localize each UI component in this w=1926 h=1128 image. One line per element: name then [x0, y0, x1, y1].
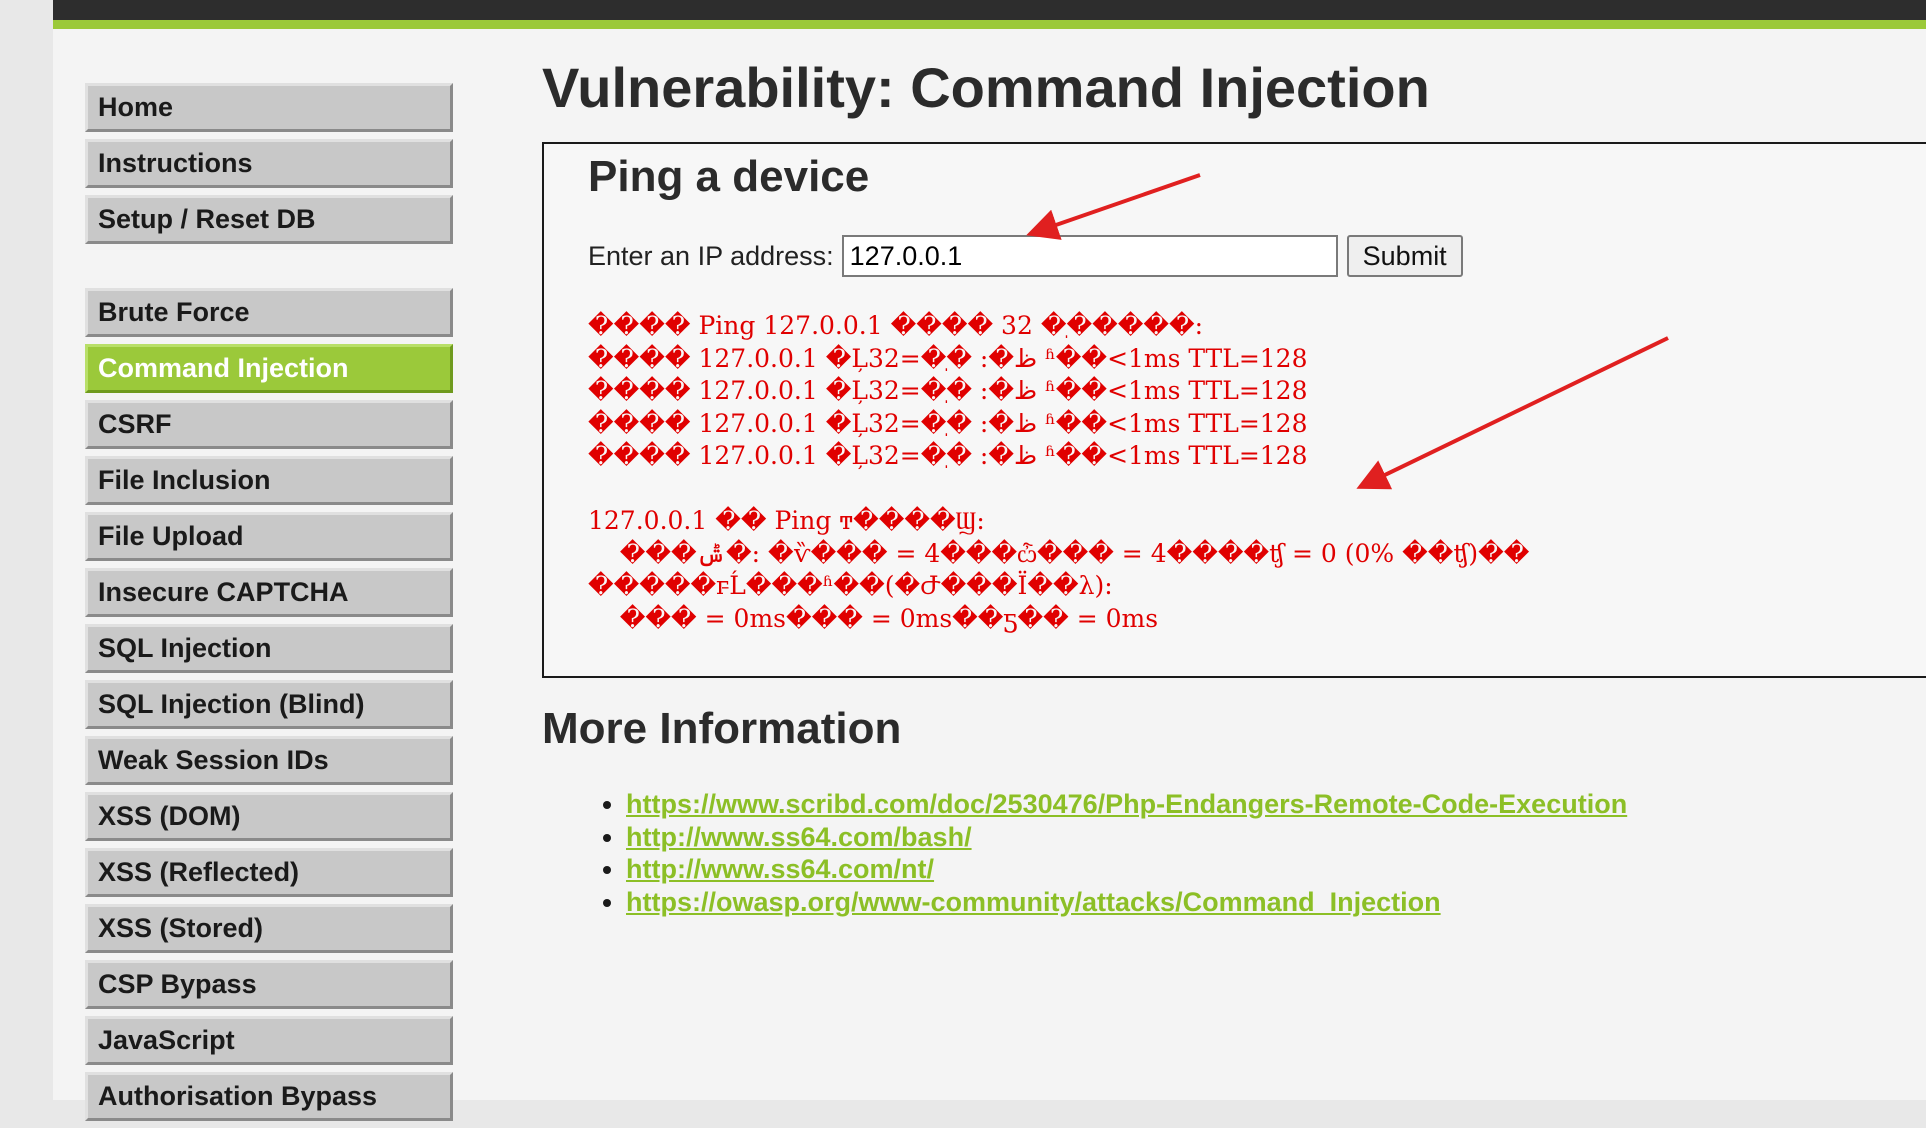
more-information-heading: More Information: [542, 704, 902, 753]
list-item: http://www.ss64.com/nt/: [626, 853, 1627, 886]
reference-link[interactable]: https://www.scribd.com/doc/2530476/Php-E…: [626, 789, 1628, 819]
output-line: 127.0.0.1 �� Ping ͳ����Ϣ:: [588, 506, 985, 535]
ip-address-input[interactable]: [841, 235, 1338, 277]
main-content: Vulnerability: Command Injection Ping a …: [542, 50, 1926, 917]
top-header-bar: [53, 0, 1926, 20]
output-line: ���� 127.0.0.1 �Ļظ�: �ֽ�=32 ʱ��<1ms TTL=…: [588, 441, 1308, 470]
sidebar-item-sql-injection[interactable]: SQL Injection: [85, 624, 453, 673]
page-title: Vulnerability: Command Injection: [542, 56, 1430, 119]
more-information-links: https://www.scribd.com/doc/2530476/Php-E…: [582, 788, 1627, 918]
output-line: ��� = 0ms��� = 0ms��ƽ�� = 0ms: [588, 603, 1159, 633]
list-item: https://owasp.org/www-community/attacks/…: [626, 886, 1627, 919]
header-accent-stripe: [53, 20, 1926, 29]
list-item: http://www.ss64.com/bash/: [626, 821, 1627, 854]
sidebar-item-weak-session-ids[interactable]: Weak Session IDs: [85, 736, 453, 785]
sidebar-item-insecure-captcha[interactable]: Insecure CAPTCHA: [85, 568, 453, 617]
sidebar-item-csrf[interactable]: CSRF: [85, 400, 453, 449]
ping-heading: Ping a device: [588, 152, 870, 201]
sidebar-item-xss-stored[interactable]: XSS (Stored): [85, 904, 453, 953]
list-item: https://www.scribd.com/doc/2530476/Php-E…: [626, 788, 1627, 821]
reference-link[interactable]: http://www.ss64.com/bash/: [626, 821, 972, 852]
sidebar-item-xss-reflected[interactable]: XSS (Reflected): [85, 848, 453, 897]
reference-link[interactable]: http://www.ss64.com/nt/: [626, 854, 935, 884]
sidebar-item-instructions[interactable]: Instructions: [85, 139, 453, 188]
vulnerability-box: Ping a device Enter an IP address: Submi…: [542, 142, 1926, 678]
ping-form: Enter an IP address: Submit: [588, 235, 1463, 277]
command-output: ���� Ping 127.0.0.1 ���� 32 �ֽ�����: ���…: [588, 310, 1529, 635]
sidebar-item-brute-force[interactable]: Brute Force: [85, 288, 453, 337]
sidebar-item-javascript[interactable]: JavaScript: [85, 1016, 453, 1065]
output-line: ���� Ping 127.0.0.1 ���� 32 �ֽ�����:: [588, 311, 1204, 340]
reference-link[interactable]: https://owasp.org/www-community/attacks/…: [626, 886, 1441, 917]
sidebar-item-xss-dom[interactable]: XSS (DOM): [85, 792, 453, 841]
sidebar-item-csp-bypass[interactable]: CSP Bypass: [85, 960, 453, 1009]
submit-button[interactable]: Submit: [1346, 235, 1463, 277]
output-line: ���� 127.0.0.1 �Ļظ�: �ֽ�=32 ʱ��<1ms TTL=…: [588, 408, 1308, 438]
output-line: ���ݰ�: �ѷ��� = 4���ѽ��� = 4����ʧ = 0 (0%…: [588, 538, 1530, 568]
sidebar-item-sql-injection-blind[interactable]: SQL Injection (Blind): [85, 680, 453, 729]
output-line: ���� 127.0.0.1 �Ļظ�: �ֽ�=32 ʱ��<1ms TTL=…: [588, 376, 1308, 405]
sidebar-item-file-inclusion[interactable]: File Inclusion: [85, 456, 453, 505]
sidebar-item-command-injection[interactable]: Command Injection: [85, 344, 453, 393]
sidebar-item-home[interactable]: Home: [85, 83, 453, 132]
sidebar-item-setup-reset-db[interactable]: Setup / Reset DB: [85, 195, 453, 244]
ip-address-label: Enter an IP address:: [588, 240, 834, 271]
output-line: �����г̵Ĺ���ʱ��(�Ժ���Ϊ��λ):: [588, 571, 1113, 600]
sidebar-item-file-upload[interactable]: File Upload: [85, 512, 453, 561]
sidebar-item-authorisation-bypass[interactable]: Authorisation Bypass: [85, 1072, 453, 1121]
output-line: ���� 127.0.0.1 �Ļظ�: �ֽ�=32 ʱ��<1ms TTL=…: [588, 343, 1308, 373]
